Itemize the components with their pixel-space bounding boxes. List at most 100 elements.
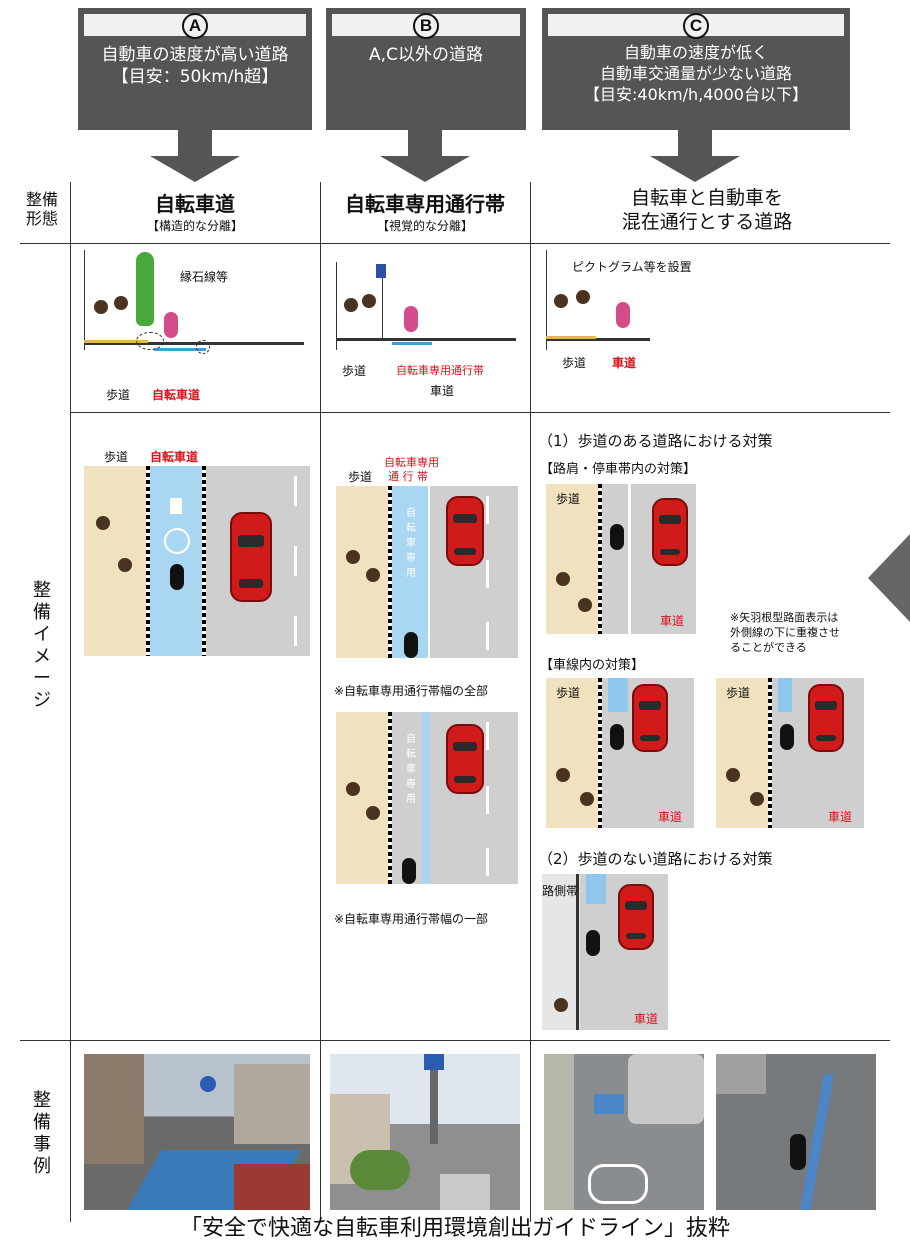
pedestrian-icon <box>366 568 380 582</box>
arrow-marking-icon <box>170 498 182 514</box>
note-lane-part: ※自転車専用通行帯幅の一部 <box>334 912 489 926</box>
arrow-down-icon <box>650 156 740 182</box>
cyclist-icon <box>616 302 630 328</box>
label-curb: 縁石線等 <box>180 270 229 284</box>
grid-vline <box>320 182 321 1222</box>
header-a-letter: A <box>182 13 208 39</box>
car-icon <box>446 724 484 794</box>
arrow-down-icon <box>380 156 470 182</box>
arrow-feather-marking-icon <box>586 874 606 904</box>
header-c-line3: 【目安:40km/h,4000台以下】 <box>584 85 808 104</box>
pedestrian-icon <box>554 294 568 308</box>
pedestrian-icon <box>556 572 570 586</box>
grid-hline <box>70 412 890 413</box>
row-label-form: 整備 形態 <box>25 190 58 228</box>
plan-c4-road-label: 車道 <box>634 1012 659 1026</box>
cyclist-icon <box>586 930 600 956</box>
cyclist-icon <box>164 312 178 338</box>
bicycle-pictogram-icon <box>164 528 190 554</box>
arrow-down-icon <box>678 130 712 156</box>
sign-icon <box>376 264 386 278</box>
label-sidewalk-a: 歩道 <box>106 388 131 402</box>
arrow-feather-marking-icon <box>608 678 628 712</box>
note-lane-full: ※自転車専用通行帯幅の全部 <box>334 684 489 698</box>
cross-section-a: 縁石線等 歩道 自転車道 <box>80 250 310 408</box>
plan-c1-sidewalk-label: 歩道 <box>556 492 581 506</box>
car-icon <box>808 684 844 752</box>
pedestrian-icon <box>362 294 376 308</box>
label-sidewalk-c: 歩道 <box>562 356 587 370</box>
arrow-down-icon <box>150 156 240 182</box>
plan-a-lane-label: 自転車道 <box>150 450 199 464</box>
photo-example-c1 <box>544 1054 704 1210</box>
source-caption: 「安全で快適な自転車利用環境創出ガイドライン」抜粋 <box>179 1216 730 1241</box>
pedestrian-icon <box>576 290 590 304</box>
plan-b-lane-bottom-label: 通 行 帯 <box>388 470 428 483</box>
row-label-image: 整 備 イ メ ー ジ <box>33 580 51 711</box>
row-label-example: 整 備 事 例 <box>33 1090 51 1177</box>
arrow-feather-marking-icon <box>594 1094 624 1114</box>
plan-view-c-lane-1: 歩道 車道 <box>546 678 694 828</box>
subheading-in-lane: 【車線内の対策】 <box>540 658 645 673</box>
plan-view-c-shoulder: 歩道 車道 <box>546 484 696 634</box>
photo-example-a <box>84 1054 310 1210</box>
label-sidewalk-b: 歩道 <box>342 364 367 378</box>
pedestrian-icon <box>578 598 592 612</box>
plan-view-b-full: 歩道 自転車専用 通 行 帯 自 転 車 専 用 <box>336 456 518 658</box>
grid-vline <box>70 182 71 1222</box>
arrow-feather-marking-icon <box>778 678 792 712</box>
arrow-down-icon <box>178 130 212 156</box>
plan-c1-road-label: 車道 <box>660 614 685 628</box>
curb-marker-icon <box>136 332 164 350</box>
plan-c2-road-label: 車道 <box>658 810 683 824</box>
plan-b-sidewalk-label: 歩道 <box>348 470 373 484</box>
pedestrian-icon <box>344 298 358 312</box>
plan-b2-lane-text: 自 転 車 専 用 <box>406 734 416 805</box>
pedestrian-icon <box>114 296 128 310</box>
label-pictogram: ピクトグラム等を設置 <box>572 260 692 274</box>
cyclist-icon <box>780 724 794 750</box>
car-icon <box>652 498 688 566</box>
bicycle-pictogram-icon <box>588 1164 648 1204</box>
pedestrian-icon <box>94 300 108 314</box>
header-b-line1: A,C以外の道路 <box>369 45 483 65</box>
cyclist-icon <box>790 1134 806 1170</box>
plan-view-b-part: 自 転 車 専 用 <box>336 712 518 884</box>
plan-view-c-lane-2: 歩道 車道 <box>716 678 864 828</box>
header-c: C 自動車の速度が低く 自動車交通量が少ない道路 【目安:40km/h,4000… <box>542 8 850 130</box>
cyclist-icon <box>404 306 418 332</box>
header-b: B A,C以外の道路 <box>326 8 526 130</box>
arrow-down-icon <box>408 130 442 156</box>
heading-with-sidewalk: （1）歩道のある道路における対策 <box>538 432 773 450</box>
header-a-line1: 自動車の速度が高い道路 <box>101 45 289 65</box>
arrow-left-icon <box>868 534 910 622</box>
header-a-line2: 【目安：50km/h超】 <box>111 67 279 87</box>
col-heading-c: 自転車と自動車を 混在通行とする道路 <box>621 187 793 233</box>
label-road-b: 車道 <box>430 384 455 398</box>
col-heading-b: 自転車専用通行帯 【視覚的な分離】 <box>345 192 505 233</box>
cyclist-icon <box>170 564 184 590</box>
photo-example-c2 <box>716 1054 876 1210</box>
plan-b-lane-text: 自 転 車 専 用 <box>406 508 416 579</box>
header-c-line1: 自動車の速度が低く <box>623 43 768 62</box>
plan-view-c-no-sidewalk: 路側帯 車道 <box>542 874 668 1030</box>
label-lane-a: 自転車道 <box>152 388 201 402</box>
pedestrian-icon <box>118 558 132 572</box>
label-lane-b: 自転車専用通行帯 <box>396 364 484 377</box>
plan-view-a: 歩道 自転車道 <box>84 450 310 660</box>
plan-c4-shoulder-label: 路側帯 <box>542 884 579 898</box>
pedestrian-icon <box>366 806 380 820</box>
pedestrian-icon <box>96 516 110 530</box>
cross-section-b: 歩道 自転車専用通行帯 車道 <box>332 250 522 408</box>
cross-section-c: ピクトグラム等を設置 歩道 車道 <box>542 250 712 380</box>
sign-icon <box>424 1054 444 1070</box>
label-road-c: 車道 <box>612 356 637 370</box>
sign-icon <box>200 1076 216 1092</box>
cyclist-icon <box>610 524 624 550</box>
car-icon <box>618 884 654 950</box>
cyclist-icon <box>402 858 416 884</box>
header-a: A 自動車の速度が高い道路 【目安：50km/h超】 <box>78 8 312 130</box>
col-heading-a: 自転車道 【構造的な分離】 <box>146 192 243 233</box>
grid-hline <box>20 1040 890 1041</box>
cyclist-icon <box>610 724 624 750</box>
